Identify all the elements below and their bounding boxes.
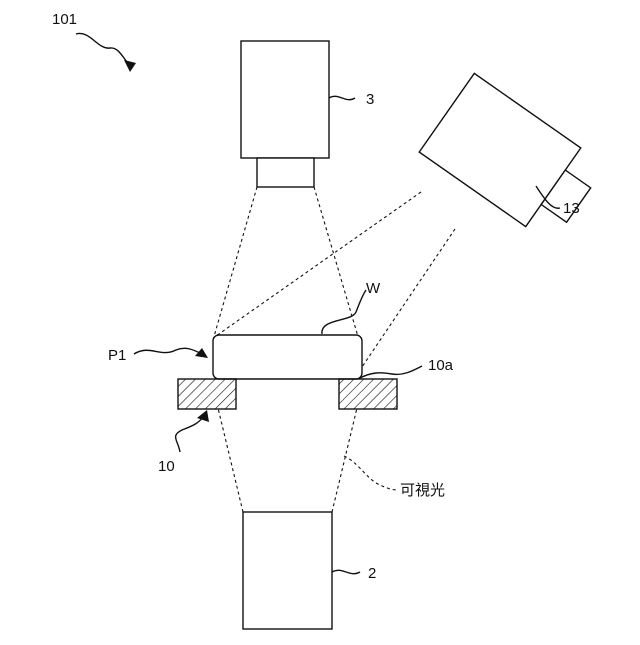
figure-ref-arrow-line [76,33,130,66]
angled-camera [419,73,606,244]
stage-arrowhead [197,410,209,422]
stage-label: 10 [158,458,175,475]
top-camera-body [241,41,329,158]
light-source-body [243,512,332,629]
light-source-leader-line [332,570,360,573]
top-camera-label: 3 [366,91,374,108]
stage-arrow-line [176,416,204,452]
stage-opening-label: 10a [428,357,454,374]
top-camera-ray-left [213,187,257,340]
stage-left-support [178,379,236,409]
workpiece-leader-line [322,290,366,334]
light-type-leader-line [344,456,398,490]
top-camera-leader-line [329,96,355,99]
workpiece [213,335,362,379]
top-camera-ray-right [314,187,359,340]
figure-ref-arrowhead [124,60,136,72]
angled-camera-label: 13 [563,200,580,217]
light-source-label: 2 [368,565,376,582]
position-arrow-line [134,348,202,354]
angled-camera-ray-left [216,192,421,336]
light-ray-right [332,408,357,512]
workpiece-label: W [366,280,381,297]
position-label: P1 [108,347,126,364]
top-camera-lens [257,158,314,187]
angled-camera-ray-right [360,229,455,370]
position-arrowhead [195,348,208,358]
light-ray-left [218,408,243,512]
stage-right-support [339,379,397,409]
figure-ref-label: 101 [52,11,77,28]
stage-opening-leader-line [360,366,422,378]
light-type-label: 可視光 [400,482,445,499]
